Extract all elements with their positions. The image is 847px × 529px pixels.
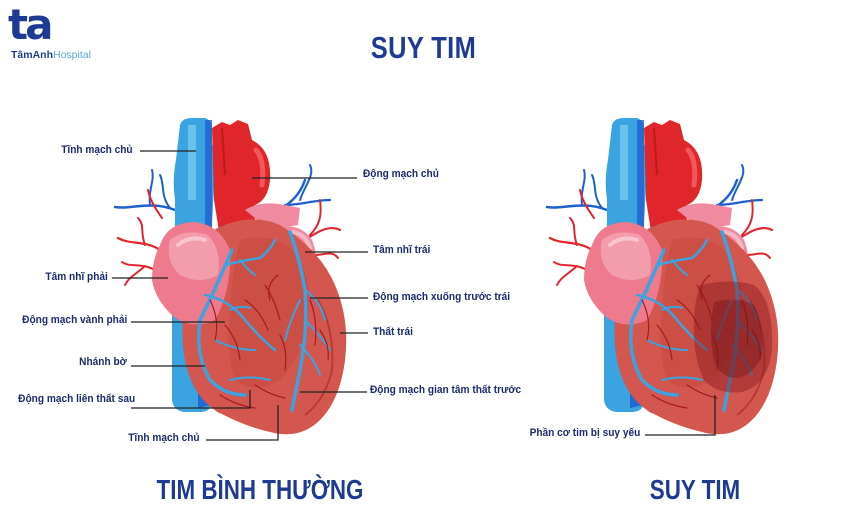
label-posterior-interventricular: Động mạch liên thất sau	[18, 393, 135, 405]
normal-heart-illustration	[115, 118, 346, 434]
logo-mark: ta	[8, 0, 53, 49]
logo-brand-bold: TâmAnh	[11, 49, 53, 61]
label-aorta: Động mạch chủ	[363, 168, 439, 180]
logo-brand-light: Hospital	[53, 49, 91, 61]
logo-text: TâmAnhHospital	[11, 49, 91, 61]
page-title: SUY TIM	[370, 30, 477, 65]
label-weakened-muscle: Phần cơ tim bị suy yếu	[529, 427, 640, 439]
label-right-coronary: Động mạch vành phải	[21, 314, 127, 326]
label-inferior-vena-cava: Tĩnh mạch chủ	[128, 432, 200, 444]
label-left-ventricle: Thất trái	[373, 326, 413, 338]
caption-normal-heart: TIM BÌNH THƯỜNG	[156, 474, 364, 505]
label-lad: Động mạch xuống trước trái	[373, 291, 511, 303]
label-anterior-interventricular: Động mạch gian tâm thất trước	[370, 384, 522, 396]
label-left-atrium: Tâm nhĩ trái	[373, 244, 431, 256]
caption-heart-failure: SUY TIM	[649, 474, 741, 505]
failing-heart-illustration	[547, 118, 778, 434]
label-superior-vena-cava: Tĩnh mạch chủ	[61, 144, 133, 156]
label-right-atrium: Tâm nhĩ phải	[45, 271, 108, 283]
label-marginal-branch: Nhánh bờ	[79, 356, 127, 368]
